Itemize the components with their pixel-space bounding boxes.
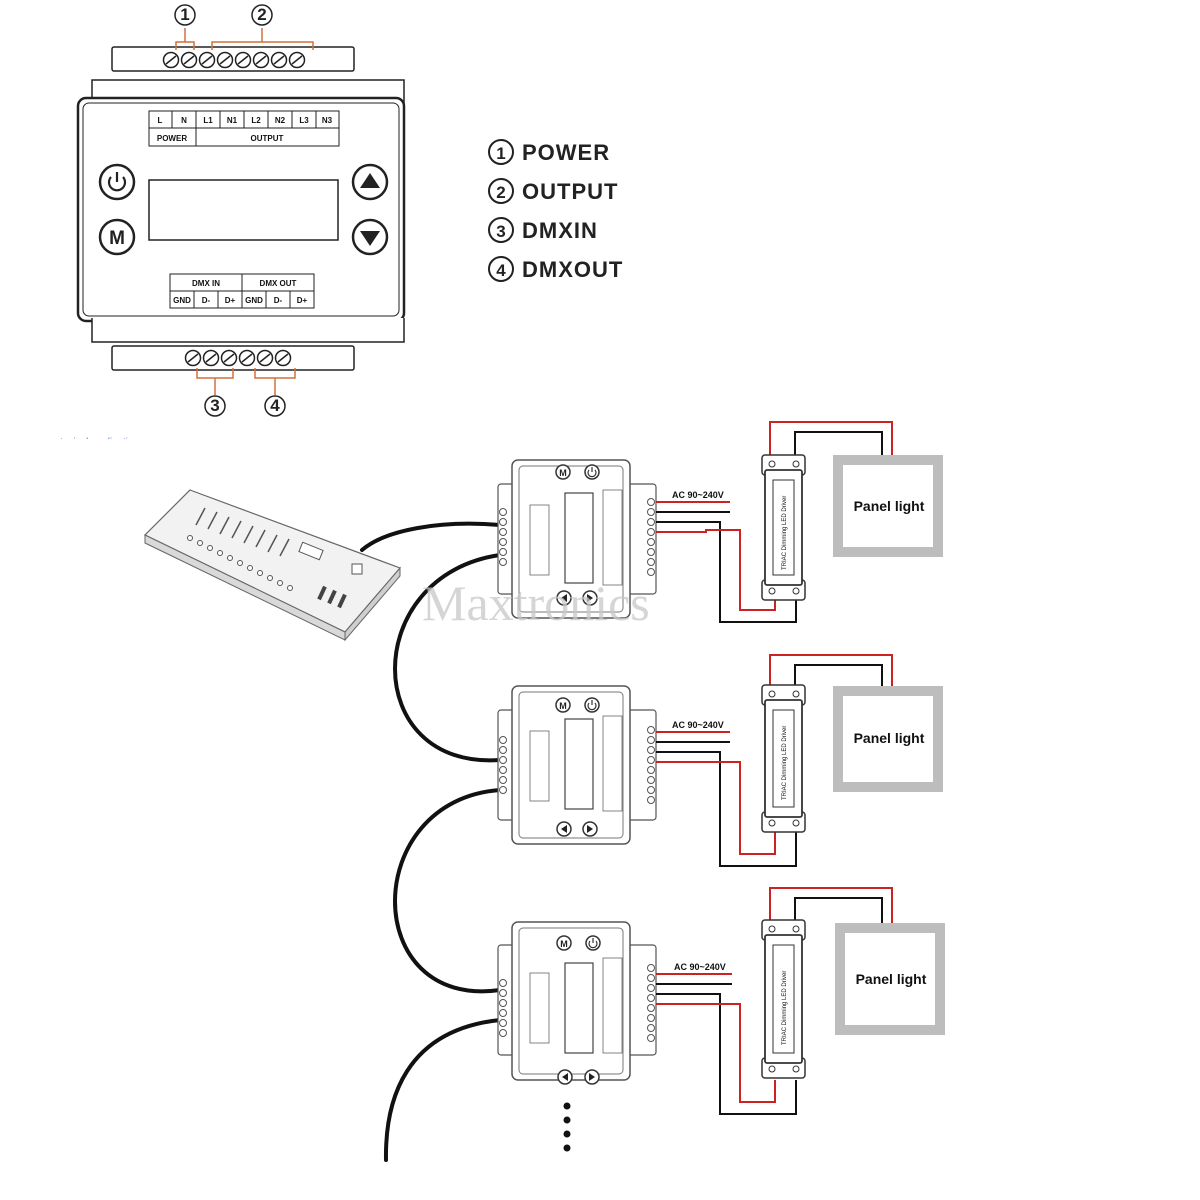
svg-text:TRIAC Dimming LED Driver: TRIAC Dimming LED Driver — [782, 726, 788, 800]
lcd-display — [148, 179, 339, 241]
svg-text:TRIAC Dimming LED Driver: TRIAC Dimming LED Driver — [782, 496, 788, 570]
console-buttons — [187, 535, 293, 591]
terminal-n1: N1 — [227, 116, 238, 125]
top-terminal-labels: L N L1 N1 L2 N2 L3 N3 POWER OUTPUT — [148, 110, 340, 147]
mode-button: M — [555, 464, 571, 480]
svg-text:M: M — [559, 468, 567, 478]
callout-1: 1 — [174, 4, 196, 26]
svg-text:3: 3 — [210, 396, 219, 415]
dmx-console — [143, 489, 402, 642]
bottom-terminal-screws — [184, 349, 292, 367]
svg-text:POWER: POWER — [522, 140, 610, 165]
svg-text:typical application: typical application — [60, 437, 139, 448]
application-unit-1: M AC 90~240V — [497, 421, 943, 623]
panel-light-label: Panel light — [854, 730, 925, 746]
terminal-dminus-in: D- — [202, 296, 211, 305]
top-terminal-screws — [162, 51, 306, 69]
mode-letter: M — [109, 228, 125, 249]
svg-text:OUTPUT: OUTPUT — [522, 179, 618, 204]
arrow-right-icon — [582, 590, 598, 606]
legend-item-power: 1 POWER — [488, 139, 610, 165]
terminal-dplus-out: D+ — [297, 296, 308, 305]
mode-button: M — [555, 697, 571, 713]
terminal-n: N — [181, 116, 187, 125]
triangle-up-icon — [360, 173, 380, 188]
arrow-right-icon — [582, 821, 598, 837]
dmx-terminal-labels: DMX IN DMX OUT GND D- D+ GND D- D+ — [169, 273, 315, 309]
svg-text:M: M — [560, 939, 568, 949]
svg-text:2: 2 — [257, 5, 266, 24]
continuation-dots — [563, 1102, 571, 1152]
dmx-out-label: DMX OUT — [260, 279, 297, 288]
svg-text:1: 1 — [180, 5, 189, 24]
arrow-left-icon — [556, 590, 572, 606]
svg-text:4: 4 — [270, 396, 280, 415]
arrow-left-icon — [557, 1069, 573, 1085]
watermark: Maxtronics — [422, 575, 650, 631]
terminal-n2: N2 — [275, 116, 286, 125]
terminal-l1: L1 — [203, 116, 213, 125]
svg-text:DMXIN: DMXIN — [522, 218, 598, 243]
power-icon — [584, 464, 600, 480]
power-icon — [584, 697, 600, 713]
terminal-n3: N3 — [322, 116, 333, 125]
panel-light-1: Panel light — [833, 455, 943, 557]
up-button[interactable] — [351, 163, 389, 201]
dimmer-2: M — [497, 685, 657, 845]
terminal-gnd-out: GND — [245, 296, 263, 305]
power-button[interactable] — [98, 163, 136, 201]
svg-text:2: 2 — [496, 183, 505, 202]
application-unit-3: M AC 90~240V — [497, 887, 945, 1115]
svg-text:DMXOUT: DMXOUT — [522, 257, 623, 282]
ac-input-label: AC 90~240V — [674, 962, 726, 972]
svg-text:1: 1 — [496, 144, 505, 163]
application-unit-2: M AC 90~240V — [497, 654, 943, 867]
callout-4: 4 — [264, 395, 286, 417]
triac-led-driver-2: TRIAC Dimming LED Driver — [761, 684, 806, 833]
terminal-l2: L2 — [251, 116, 261, 125]
terminal-gnd-in: GND — [173, 296, 191, 305]
console-faders — [195, 507, 290, 557]
legend-item-dmxin: 3 DMXIN — [488, 217, 598, 243]
application-caption: typical application — [60, 437, 139, 448]
svg-text:4: 4 — [496, 261, 506, 280]
panel-light-3: Panel light — [835, 923, 945, 1035]
callout-2: 2 — [251, 4, 273, 26]
dmx-dimmer-device-detail: 1 2 L N L1 N1 L2 N2 L3 N3 POWER OUTPUT — [76, 4, 406, 417]
terminal-dplus-in: D+ — [225, 296, 236, 305]
mode-button[interactable]: M — [98, 218, 136, 256]
output-group-label: OUTPUT — [251, 134, 284, 143]
ac-input-label: AC 90~240V — [672, 490, 724, 500]
dmx-in-label: DMX IN — [192, 279, 220, 288]
legend: 1 POWER 2 OUTPUT 3 DMXIN 4 DMXOUT — [488, 139, 623, 282]
triangle-down-icon — [360, 231, 380, 246]
svg-text:M: M — [559, 701, 567, 711]
svg-text:3: 3 — [496, 222, 505, 241]
triac-led-driver-1: TRIAC Dimming LED Driver — [761, 454, 806, 601]
dimmer-1: M — [497, 459, 657, 619]
legend-item-dmxout: 4 DMXOUT — [488, 256, 623, 282]
power-group-label: POWER — [157, 134, 187, 143]
power-icon — [107, 172, 127, 192]
panel-light-2: Panel light — [833, 686, 943, 792]
terminal-dminus-out: D- — [274, 296, 283, 305]
terminal-l: L — [158, 116, 163, 125]
power-icon — [585, 935, 601, 951]
callout-3: 3 — [204, 395, 226, 417]
arrow-left-icon — [556, 821, 572, 837]
legend-item-output: 2 OUTPUT — [488, 178, 618, 204]
ac-input-label: AC 90~240V — [672, 720, 724, 730]
triac-led-driver-3: TRIAC Dimming LED Driver — [761, 919, 806, 1079]
down-button[interactable] — [351, 218, 389, 256]
svg-text:TRIAC Dimming LED Driver: TRIAC Dimming LED Driver — [782, 971, 788, 1045]
panel-light-label: Panel light — [854, 498, 925, 514]
dmx-cables — [360, 521, 502, 1162]
terminal-l3: L3 — [299, 116, 309, 125]
dimmer-3: M — [497, 921, 657, 1085]
panel-light-label: Panel light — [856, 971, 927, 987]
arrow-right-icon — [584, 1069, 600, 1085]
mode-button: M — [556, 935, 572, 951]
